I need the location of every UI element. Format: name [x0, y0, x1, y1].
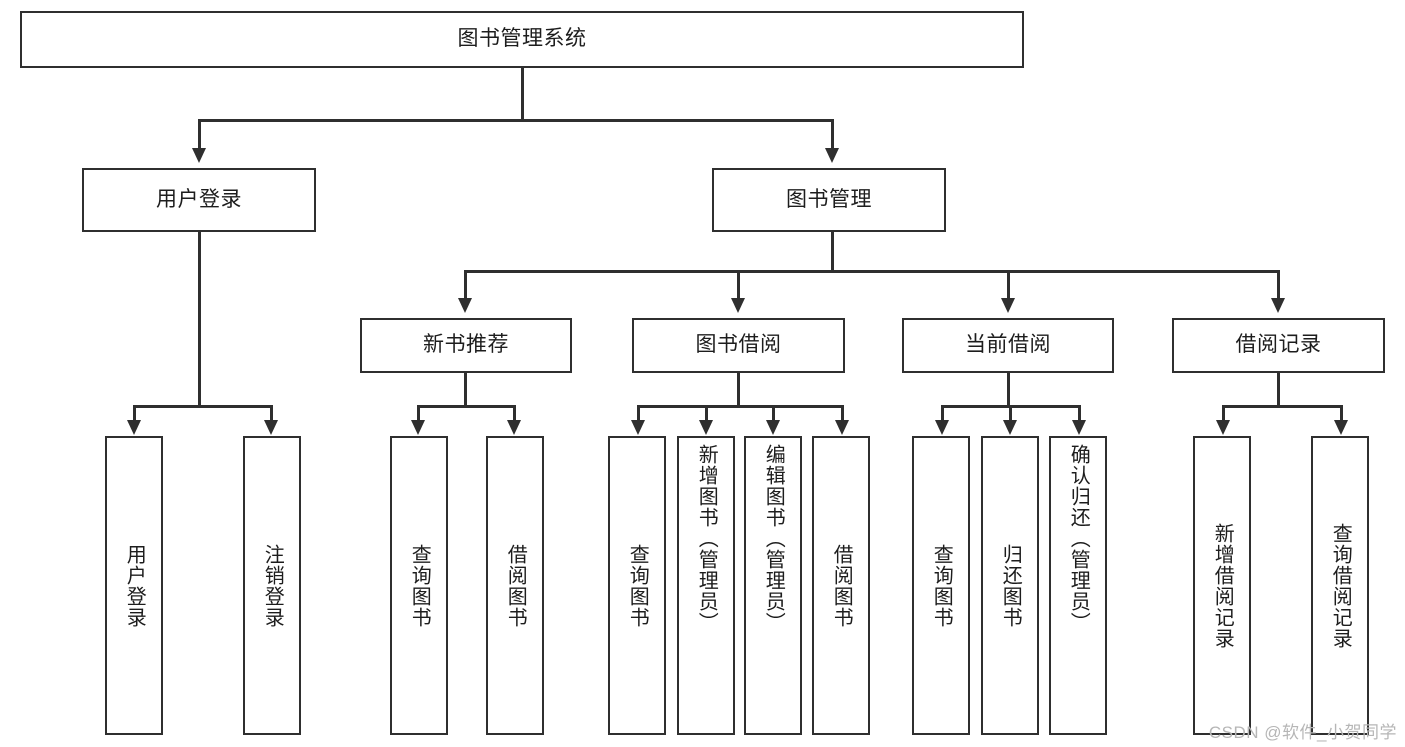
node-label: 编辑图书（管理员） [762, 444, 785, 633]
arrow-leaf-query-book-2 [631, 420, 645, 435]
node-root-system[interactable]: 图书管理系统 [20, 11, 1024, 68]
edge-book-mgmt-bus [464, 270, 1279, 273]
arrow-leaf-logout [264, 420, 278, 435]
edge-current-borrow-drop-1 [941, 405, 944, 423]
arrow-to-book-mgmt [825, 148, 839, 163]
edge-book-borrow-drop-1 [637, 405, 640, 423]
edge-borrow-record-bus [1222, 405, 1342, 408]
edge-user-login-drop-2 [270, 405, 273, 423]
edge-new-book-rec-stem [464, 373, 467, 407]
leaf-add-book-admin[interactable]: 新增图书（管理员） [677, 436, 735, 735]
node-label: 查询借阅记录 [1329, 522, 1352, 649]
arrow-to-current-borrow [1001, 298, 1015, 313]
edge-borrow-record-stem [1277, 373, 1280, 407]
edge-to-book-mgmt [831, 119, 834, 150]
edge-borrow-record-drop-1 [1222, 405, 1225, 423]
edge-borrow-record-drop-2 [1340, 405, 1343, 423]
edge-book-borrow-bus [637, 405, 844, 408]
node-label: 图书借阅 [695, 333, 782, 357]
leaf-borrow-book-2[interactable]: 借阅图书 [812, 436, 870, 735]
edge-book-borrow-drop-2 [705, 405, 708, 423]
edge-new-book-rec-drop-1 [417, 405, 420, 423]
node-label: 注销登录 [261, 543, 284, 628]
node-label: 查询图书 [930, 543, 953, 628]
arrow-leaf-add-book [699, 420, 713, 435]
watermark-text: CSDN @软件_小贺同学 [1208, 723, 1397, 742]
arrow-to-user-login [192, 148, 206, 163]
leaf-edit-book-admin[interactable]: 编辑图书（管理员） [744, 436, 802, 735]
node-user-login[interactable]: 用户登录 [82, 168, 316, 232]
edge-book-mgmt-drop-1 [464, 270, 467, 300]
node-label: 借阅记录 [1235, 333, 1322, 357]
arrow-leaf-borrow-book-2 [835, 420, 849, 435]
node-label: 新增图书（管理员） [695, 444, 718, 633]
edge-book-borrow-drop-4 [841, 405, 844, 423]
arrow-to-new-book-rec [458, 298, 472, 313]
edge-book-mgmt-drop-3 [1007, 270, 1010, 300]
node-label: 用户登录 [123, 543, 146, 628]
arrow-leaf-edit-book [766, 420, 780, 435]
node-label: 确认归还（管理员） [1067, 444, 1090, 633]
arrow-to-borrow-record [1271, 298, 1285, 313]
leaf-query-borrow-record[interactable]: 查询借阅记录 [1311, 436, 1369, 735]
arrow-leaf-query-book-1 [411, 420, 425, 435]
edge-root-bus [198, 119, 834, 122]
node-book-borrow[interactable]: 图书借阅 [632, 318, 845, 373]
node-label: 当前借阅 [965, 333, 1051, 357]
edge-user-login-stem [198, 232, 201, 407]
node-label: 查询图书 [408, 543, 431, 628]
node-borrow-record[interactable]: 借阅记录 [1172, 318, 1385, 373]
node-label: 新书推荐 [423, 333, 509, 357]
edge-new-book-rec-bus [417, 405, 514, 408]
node-label: 借阅图书 [830, 543, 853, 628]
node-label: 图书管理系统 [457, 27, 587, 51]
edge-book-mgmt-drop-2 [737, 270, 740, 300]
node-label: 归还图书 [999, 543, 1022, 628]
node-new-book-recommend[interactable]: 新书推荐 [360, 318, 572, 373]
edge-user-login-bus [133, 405, 272, 408]
leaf-query-book-3[interactable]: 查询图书 [912, 436, 970, 735]
leaf-query-book-1[interactable]: 查询图书 [390, 436, 448, 735]
node-label: 查询图书 [626, 543, 649, 628]
arrow-leaf-borrow-book-1 [507, 420, 521, 435]
edge-book-mgmt-stem [831, 232, 834, 272]
leaf-return-book[interactable]: 归还图书 [981, 436, 1039, 735]
arrow-leaf-confirm-return [1072, 420, 1086, 435]
arrow-to-book-borrow [731, 298, 745, 313]
leaf-add-borrow-record[interactable]: 新增借阅记录 [1193, 436, 1251, 735]
leaf-query-book-2[interactable]: 查询图书 [608, 436, 666, 735]
arrow-leaf-query-book-3 [935, 420, 949, 435]
edge-user-login-drop-1 [133, 405, 136, 423]
node-label: 用户登录 [156, 187, 242, 211]
edge-current-borrow-drop-3 [1078, 405, 1081, 423]
leaf-user-login[interactable]: 用户登录 [105, 436, 163, 735]
edge-current-borrow-drop-2 [1009, 405, 1012, 423]
edge-book-borrow-drop-3 [772, 405, 775, 423]
leaf-borrow-book-1[interactable]: 借阅图书 [486, 436, 544, 735]
leaf-confirm-return-admin[interactable]: 确认归还（管理员） [1049, 436, 1107, 735]
node-label: 借阅图书 [504, 543, 527, 628]
node-book-management[interactable]: 图书管理 [712, 168, 946, 232]
arrow-leaf-user-login [127, 420, 141, 435]
edge-current-borrow-stem [1007, 373, 1010, 407]
edge-new-book-rec-drop-2 [513, 405, 516, 423]
node-label: 新增借阅记录 [1211, 522, 1234, 649]
node-label: 图书管理 [786, 187, 872, 211]
arrow-leaf-return-book [1003, 420, 1017, 435]
node-current-borrow[interactable]: 当前借阅 [902, 318, 1114, 373]
edge-to-user-login [198, 119, 201, 150]
arrow-leaf-query-borrow-record [1334, 420, 1348, 435]
edge-root-stem [521, 68, 524, 120]
leaf-logout[interactable]: 注销登录 [243, 436, 301, 735]
arrow-leaf-add-borrow-record [1216, 420, 1230, 435]
edge-book-borrow-stem [737, 373, 740, 407]
edge-book-mgmt-drop-4 [1277, 270, 1280, 300]
